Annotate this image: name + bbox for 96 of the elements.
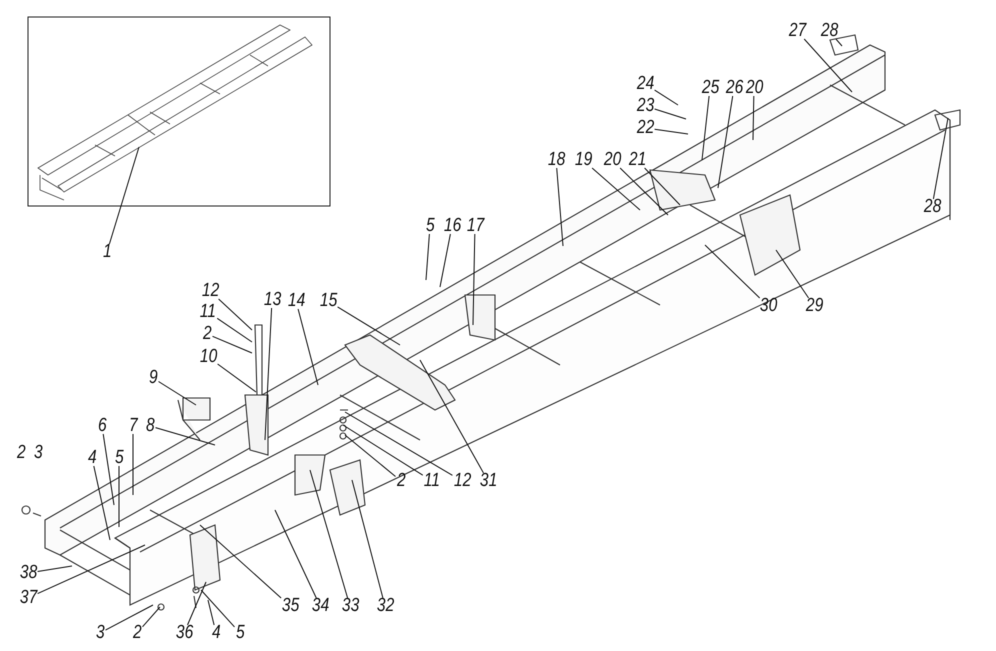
callout-number: 27: [788, 21, 806, 41]
callout-number: 22: [636, 118, 654, 138]
leader-line: [200, 590, 235, 628]
leader-line: [556, 168, 564, 246]
leader-line: [420, 360, 484, 474]
callout-number: 6: [97, 416, 106, 436]
leader-line: [344, 412, 453, 476]
callout-number: 11: [424, 471, 440, 491]
leader-line: [108, 146, 140, 244]
callout-number: 17: [466, 216, 484, 236]
leader-line: [208, 600, 215, 626]
leader-line: [342, 424, 424, 476]
leader-line: [654, 128, 688, 134]
callout-number: 5: [425, 216, 434, 236]
leader-line: [835, 38, 842, 46]
leader-line: [187, 582, 206, 626]
callout-number: 5: [114, 448, 124, 468]
leader-line: [718, 96, 734, 188]
callout-number: 3: [33, 443, 42, 463]
leader-line: [472, 234, 476, 326]
callout-number: 2: [202, 324, 212, 344]
callout-number: 12: [453, 471, 471, 491]
callout-number: 35: [281, 596, 299, 616]
callout-number: 8: [145, 416, 154, 436]
callout-number: 26: [725, 78, 743, 98]
callout-number: 4: [87, 448, 96, 468]
callout-number: 2: [16, 443, 26, 463]
callout-number: 14: [287, 291, 305, 311]
leader-line: [344, 434, 396, 477]
leader-line: [804, 38, 852, 92]
leader-line: [298, 308, 318, 386]
leader-line: [932, 118, 948, 200]
leader-line: [216, 318, 252, 342]
leader-line: [704, 244, 760, 298]
leader-line: [37, 566, 72, 572]
callout-number: 10: [199, 347, 217, 367]
leader-line: [93, 466, 110, 540]
leader-line: [776, 250, 810, 298]
leader-line: [310, 470, 348, 598]
callout-number: 7: [128, 416, 138, 436]
callout-number: 37: [19, 588, 37, 608]
callout-number: 18: [547, 150, 565, 170]
callout-number: 20: [603, 150, 621, 170]
callout-number: 30: [759, 296, 777, 316]
callout-number: 28: [923, 197, 941, 217]
leader-line: [155, 427, 216, 446]
leader-line: [620, 168, 668, 216]
leader-line: [592, 168, 640, 210]
leader-line: [212, 336, 252, 354]
callout-number: 1: [102, 242, 112, 262]
callout-number: 2: [396, 471, 406, 491]
callout-number: 12: [201, 281, 219, 301]
leader-line: [702, 96, 710, 160]
leader-line: [264, 308, 272, 440]
leader-line: [274, 510, 317, 598]
callout-number: 23: [636, 96, 654, 116]
leader-line: [654, 90, 678, 106]
leader-line: [158, 381, 196, 406]
callout-number: 3: [95, 623, 104, 643]
leader-line: [105, 604, 154, 631]
leader-line: [118, 466, 120, 528]
leader-line: [200, 524, 282, 598]
callout-number: 20: [745, 78, 763, 98]
callout-number: 13: [263, 290, 281, 310]
leader-line: [102, 434, 114, 506]
leader-line: [440, 234, 451, 288]
callout-number: 15: [319, 291, 337, 311]
leader-line: [426, 234, 430, 280]
callout-number: 2: [132, 623, 142, 643]
leader-line: [218, 298, 252, 330]
leader-line: [654, 108, 686, 120]
callout-number: 5: [235, 623, 244, 643]
callout-number: 24: [636, 74, 654, 94]
callout-number: 33: [341, 596, 359, 616]
callout-number: 36: [175, 623, 193, 643]
leader-line: [752, 96, 754, 140]
leader-line: [644, 168, 680, 206]
callout-number: 38: [19, 563, 37, 583]
callout-number: 25: [701, 78, 719, 98]
callout-number: 29: [805, 296, 823, 316]
callout-number: 9: [148, 368, 158, 388]
leader-line: [142, 606, 160, 628]
callout-number: 32: [376, 596, 394, 616]
callout-number: 34: [311, 596, 329, 616]
callout-number: 28: [820, 21, 838, 41]
leader-line: [37, 544, 146, 594]
callout-number: 21: [628, 150, 646, 170]
callout-number: 11: [200, 302, 216, 322]
leader-line: [352, 480, 384, 598]
callout-number: 4: [211, 623, 220, 643]
leader-line: [337, 306, 400, 346]
leader-line: [217, 364, 256, 392]
callout-number: 19: [574, 150, 592, 170]
callout-number: 16: [443, 216, 461, 236]
leader-line: [132, 434, 134, 496]
callout-number: 31: [479, 471, 497, 491]
